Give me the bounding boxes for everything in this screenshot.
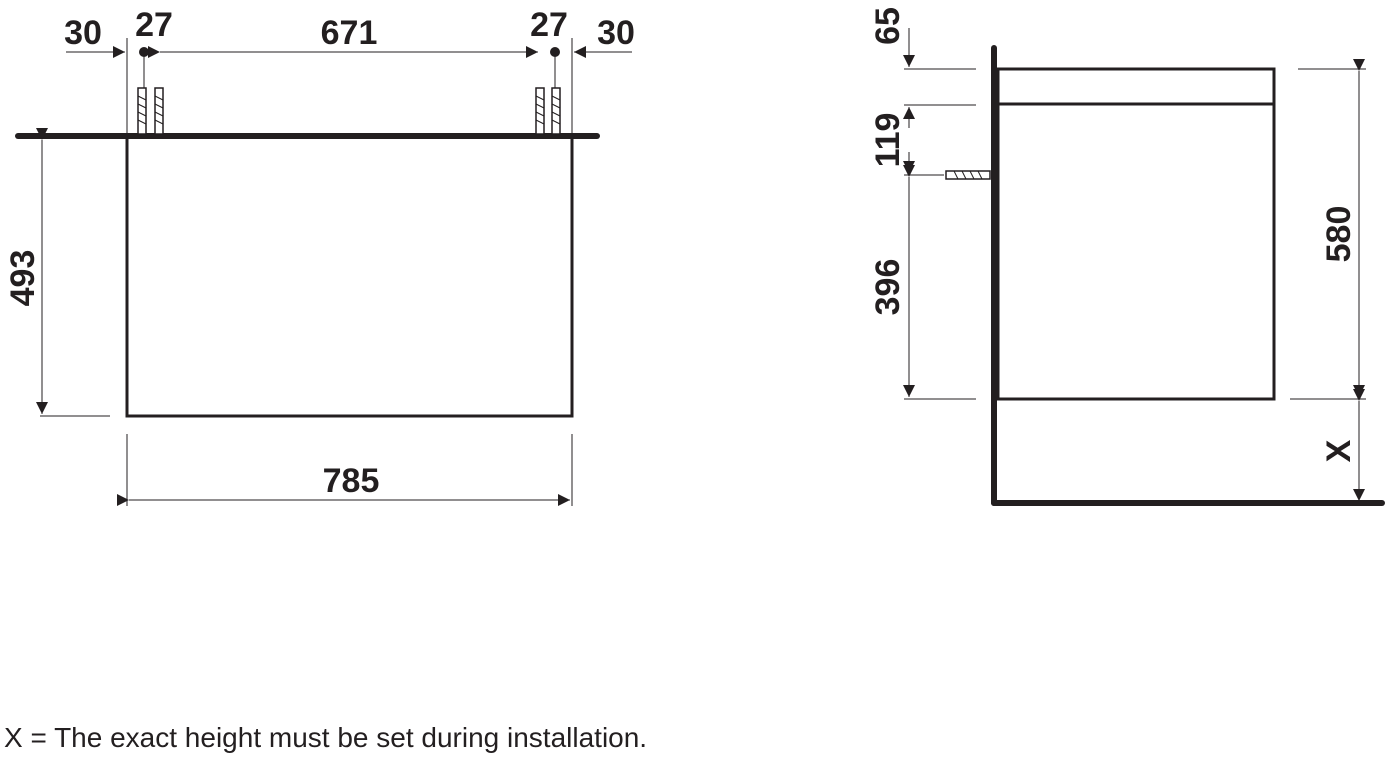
dim-left-margin: 30 (64, 14, 102, 52)
hole-marker-left (139, 47, 149, 57)
wall-plug-side (945, 170, 991, 180)
hole-marker-right (550, 47, 560, 57)
dim-right-hole: 27 (530, 6, 568, 44)
wall-plug-left-2 (154, 87, 164, 135)
dim-total-height: 580 (1320, 206, 1358, 263)
installation-note: X = The exact height must be set during … (4, 722, 648, 753)
wall-plug-right-1 (535, 87, 545, 135)
wall-plug-right-2 (551, 87, 561, 135)
wall-plug-left-1 (137, 87, 147, 135)
cabinet-front (125, 135, 574, 418)
side-view: 65 119 396 580 X (869, 7, 1385, 506)
dim-hole-spacing: 671 (321, 14, 378, 52)
dim-fixing-offset: 119 (869, 113, 907, 168)
dim-height: 493 (4, 250, 42, 307)
dim-lower-height: 396 (869, 259, 907, 316)
dim-width: 785 (323, 462, 380, 500)
front-view: 30 27 671 27 30 493 785 (4, 6, 635, 506)
dim-floor-gap: X (1320, 439, 1358, 462)
dim-right-margin: 30 (597, 14, 635, 52)
dim-top-offset: 65 (869, 7, 907, 45)
dim-left-hole: 27 (135, 6, 173, 44)
cabinet-side (996, 67, 1276, 401)
